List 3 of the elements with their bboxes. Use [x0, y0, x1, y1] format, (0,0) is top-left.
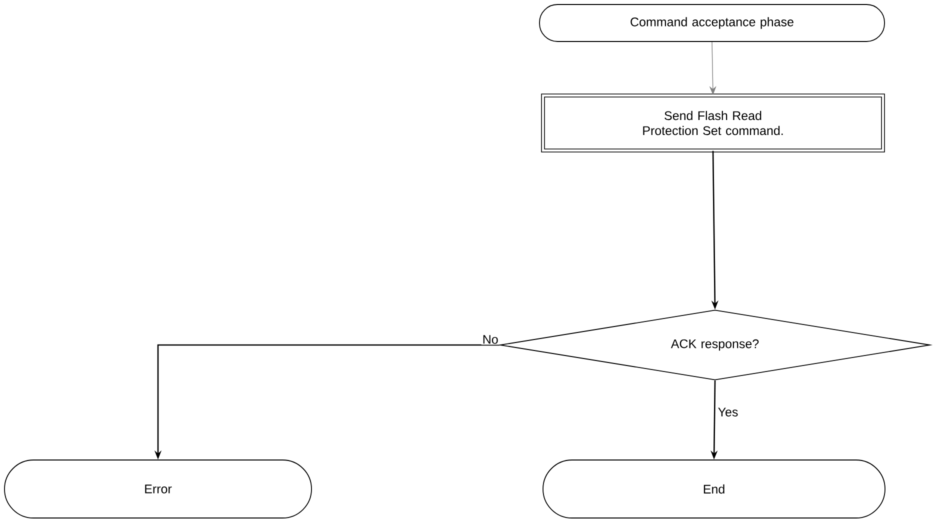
edge-label: Yes — [716, 406, 740, 418]
edge-label: No — [481, 334, 500, 345]
process-box: Send Flash Read Protection Set command. — [541, 94, 885, 152]
